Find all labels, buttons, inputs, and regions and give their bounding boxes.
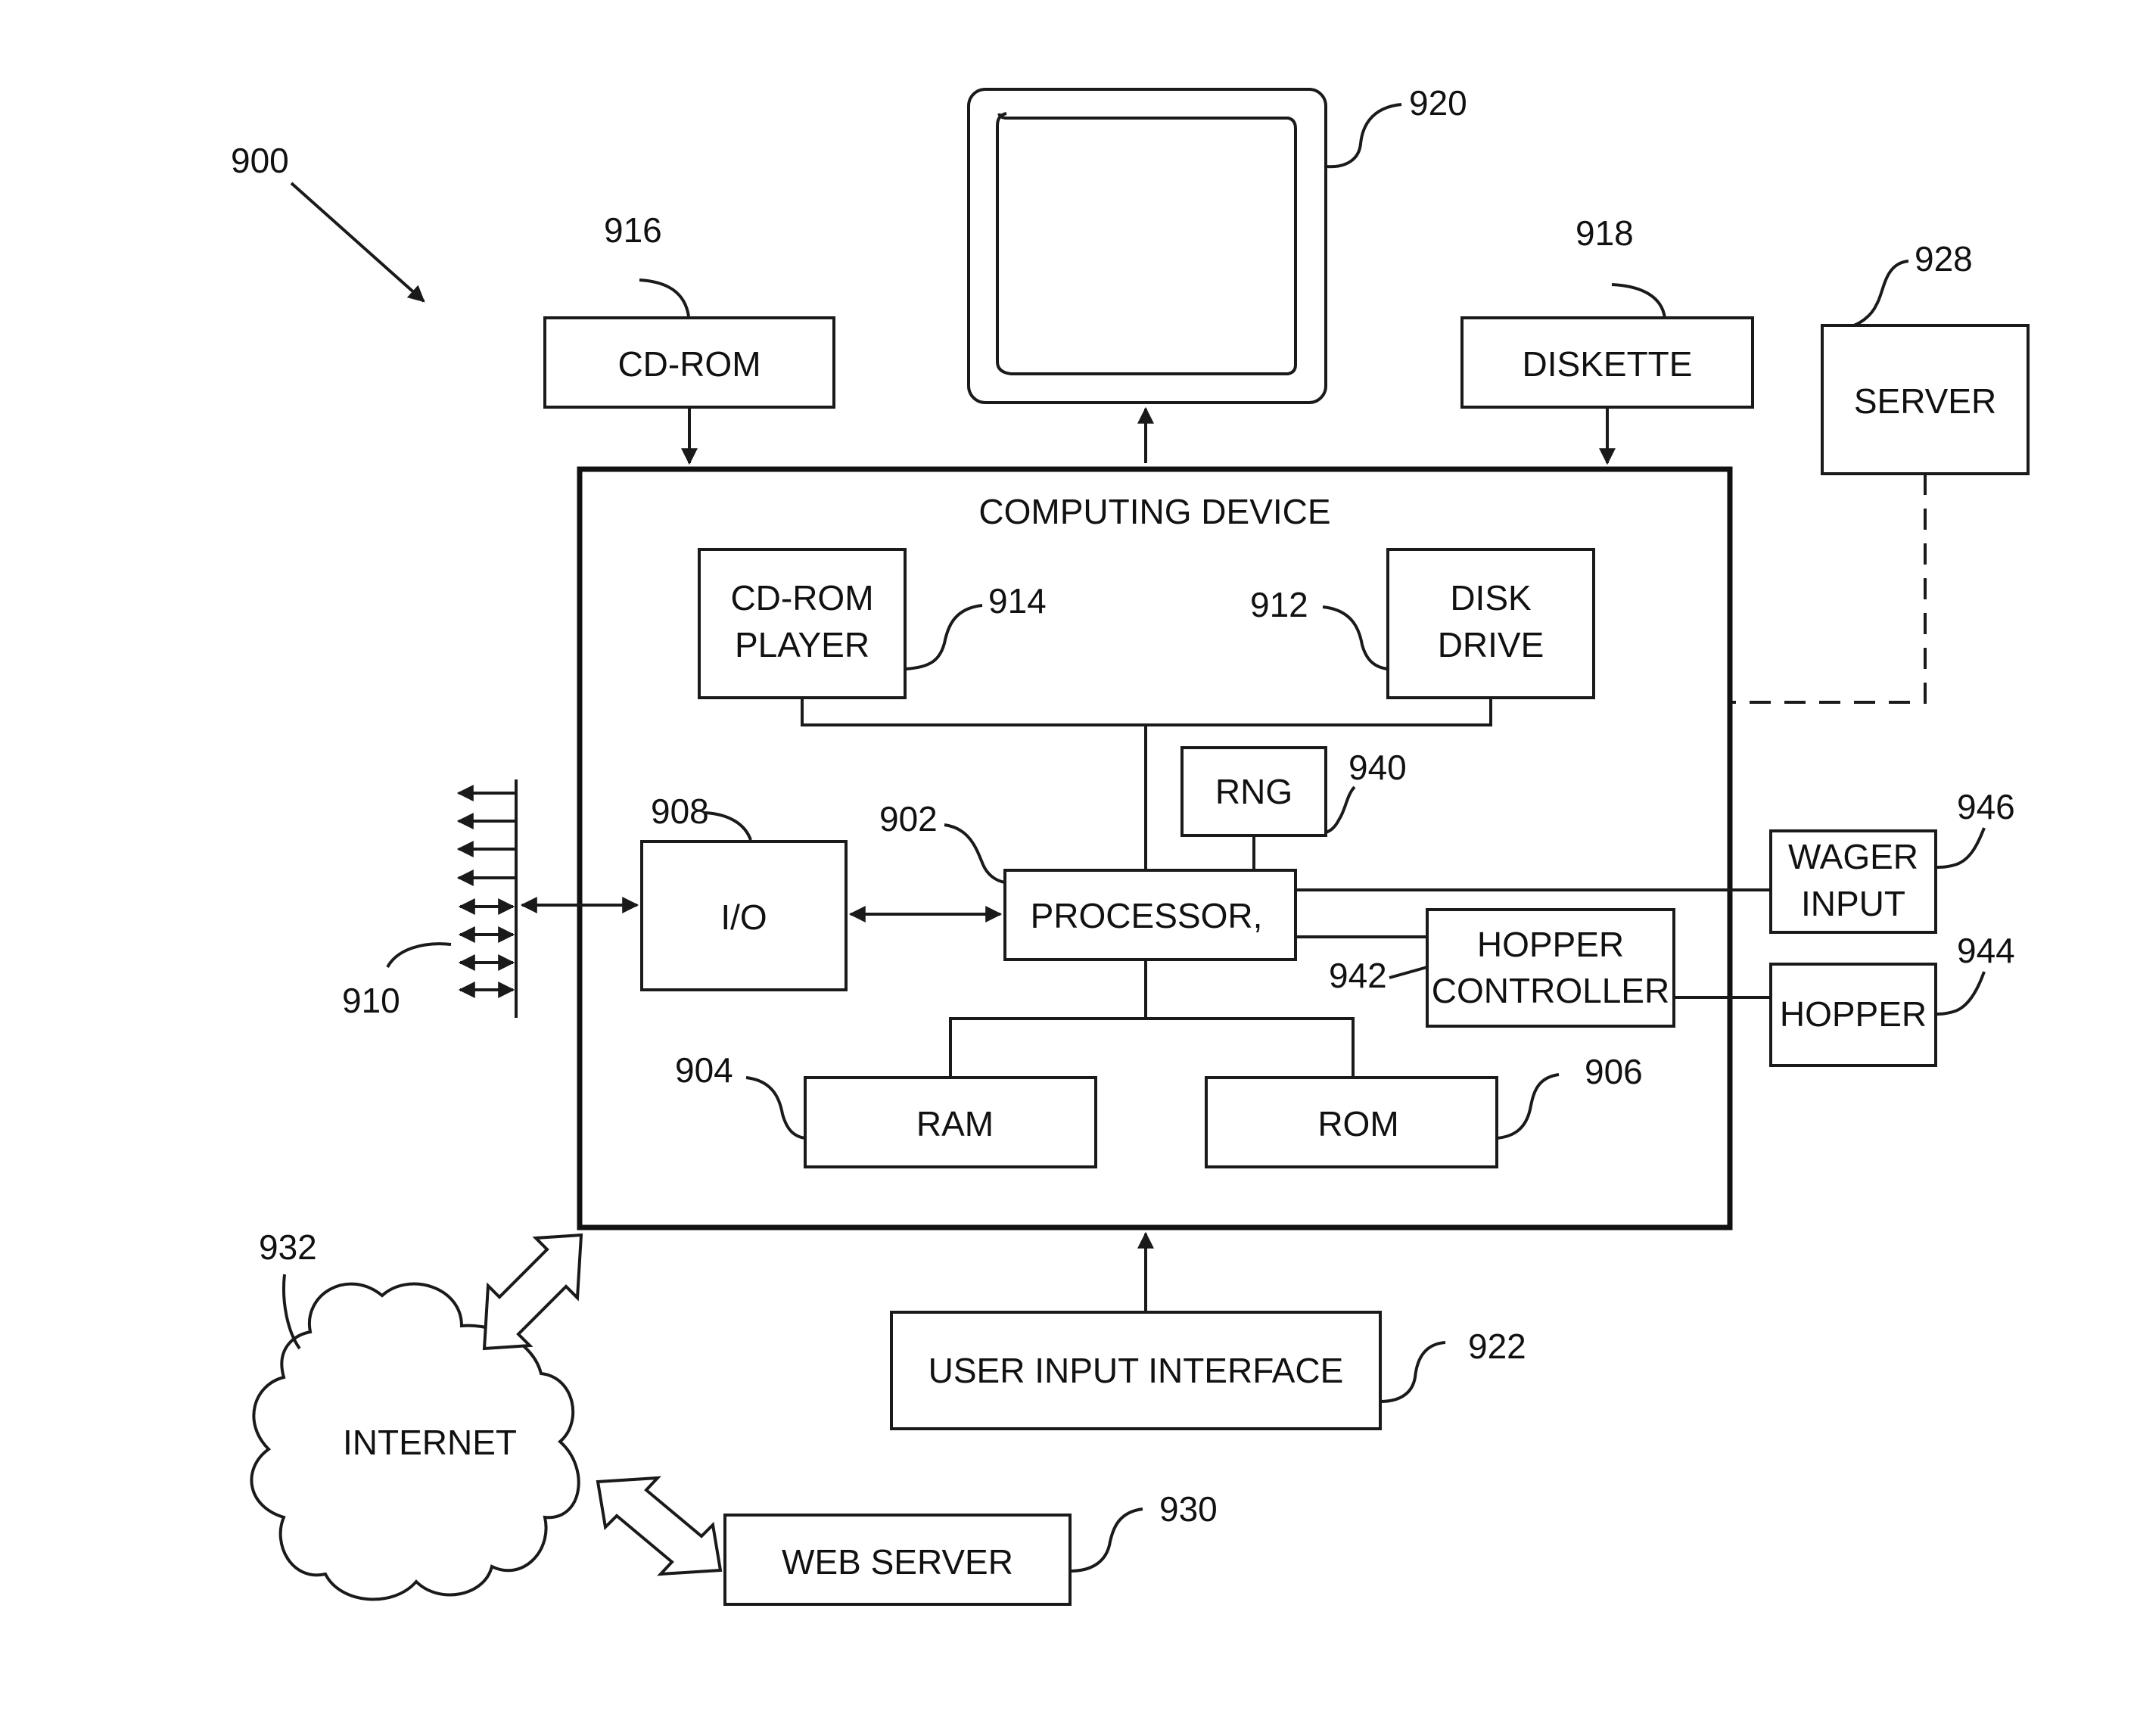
leader-904 [746, 1078, 805, 1138]
leader-916 [639, 280, 689, 316]
ref-918: 918 [1576, 213, 1634, 253]
hopper-label: HOPPER [1780, 994, 1927, 1034]
ref-902: 902 [879, 799, 938, 838]
diskette-label: DISKETTE [1523, 344, 1693, 384]
ref-946: 946 [1957, 787, 2015, 826]
processor-label: PROCESSOR, [1031, 896, 1263, 935]
computing-device-title: COMPUTING DEVICE [978, 492, 1330, 531]
wager-input-line2: INPUT [1801, 884, 1905, 923]
cdrom-player-line2: PLAYER [735, 625, 869, 664]
leader-910 [387, 944, 451, 967]
rom-label: ROM [1317, 1104, 1398, 1143]
leader-906 [1497, 1075, 1559, 1138]
ref-906: 906 [1585, 1052, 1643, 1091]
internet-device-double-arrow [484, 1235, 581, 1349]
disk-drive-box [1388, 549, 1594, 698]
ref-904: 904 [675, 1050, 733, 1090]
ref-912: 912 [1250, 585, 1308, 624]
leader-908 [705, 813, 751, 840]
display-monitor-frame [969, 89, 1326, 403]
cdrom-player-box [699, 549, 905, 698]
ref-916: 916 [604, 210, 662, 250]
wager-input-line1: WAGER [1788, 837, 1918, 876]
ref-942: 942 [1329, 956, 1387, 995]
disk-drive-line2: DRIVE [1438, 625, 1544, 664]
cdrom-player-line1: CD-ROM [730, 578, 873, 618]
server-dashed-connection [1730, 474, 1925, 702]
leader-942 [1389, 967, 1427, 978]
leader-922 [1380, 1342, 1445, 1402]
user-input-interface-label: USER INPUT INTERFACE [929, 1351, 1344, 1390]
ram-label: RAM [916, 1104, 994, 1143]
ref-930: 930 [1159, 1489, 1218, 1529]
io-label: I/O [720, 898, 767, 937]
leader-902 [944, 825, 1005, 882]
ref-940: 940 [1348, 748, 1407, 787]
leader-912 [1323, 607, 1388, 669]
ref-910: 910 [342, 981, 400, 1020]
leader-928 [1854, 261, 1908, 325]
leader-930 [1070, 1509, 1143, 1571]
server-label: SERVER [1854, 381, 1996, 421]
ref-944: 944 [1957, 931, 2015, 970]
internet-label: INTERNET [343, 1423, 517, 1462]
ref-900: 900 [231, 141, 289, 180]
cdrom-label: CD-ROM [617, 344, 761, 384]
storage-bus [802, 698, 1491, 725]
ref-922: 922 [1468, 1327, 1526, 1366]
ref-920: 920 [1409, 83, 1467, 123]
internet-webserver-double-arrow [598, 1478, 720, 1574]
disk-drive-line1: DISK [1450, 578, 1532, 618]
ref-928: 928 [1915, 239, 1973, 278]
ref-908: 908 [651, 792, 709, 831]
leader-920 [1326, 104, 1401, 166]
rng-label: RNG [1215, 772, 1292, 811]
memory-bus [950, 1019, 1353, 1078]
web-server-label: WEB SERVER [782, 1542, 1013, 1582]
leader-944 [1936, 972, 1984, 1014]
leader-918 [1612, 285, 1665, 318]
ref-914: 914 [988, 581, 1047, 621]
hopper-controller-line2: CONTROLLER [1432, 971, 1669, 1010]
figure-pointer-arrow [291, 183, 424, 301]
leader-946 [1936, 828, 1984, 867]
leader-914 [905, 605, 982, 669]
hopper-controller-line1: HOPPER [1477, 925, 1624, 964]
ref-932: 932 [259, 1227, 317, 1267]
leader-940 [1326, 787, 1355, 832]
